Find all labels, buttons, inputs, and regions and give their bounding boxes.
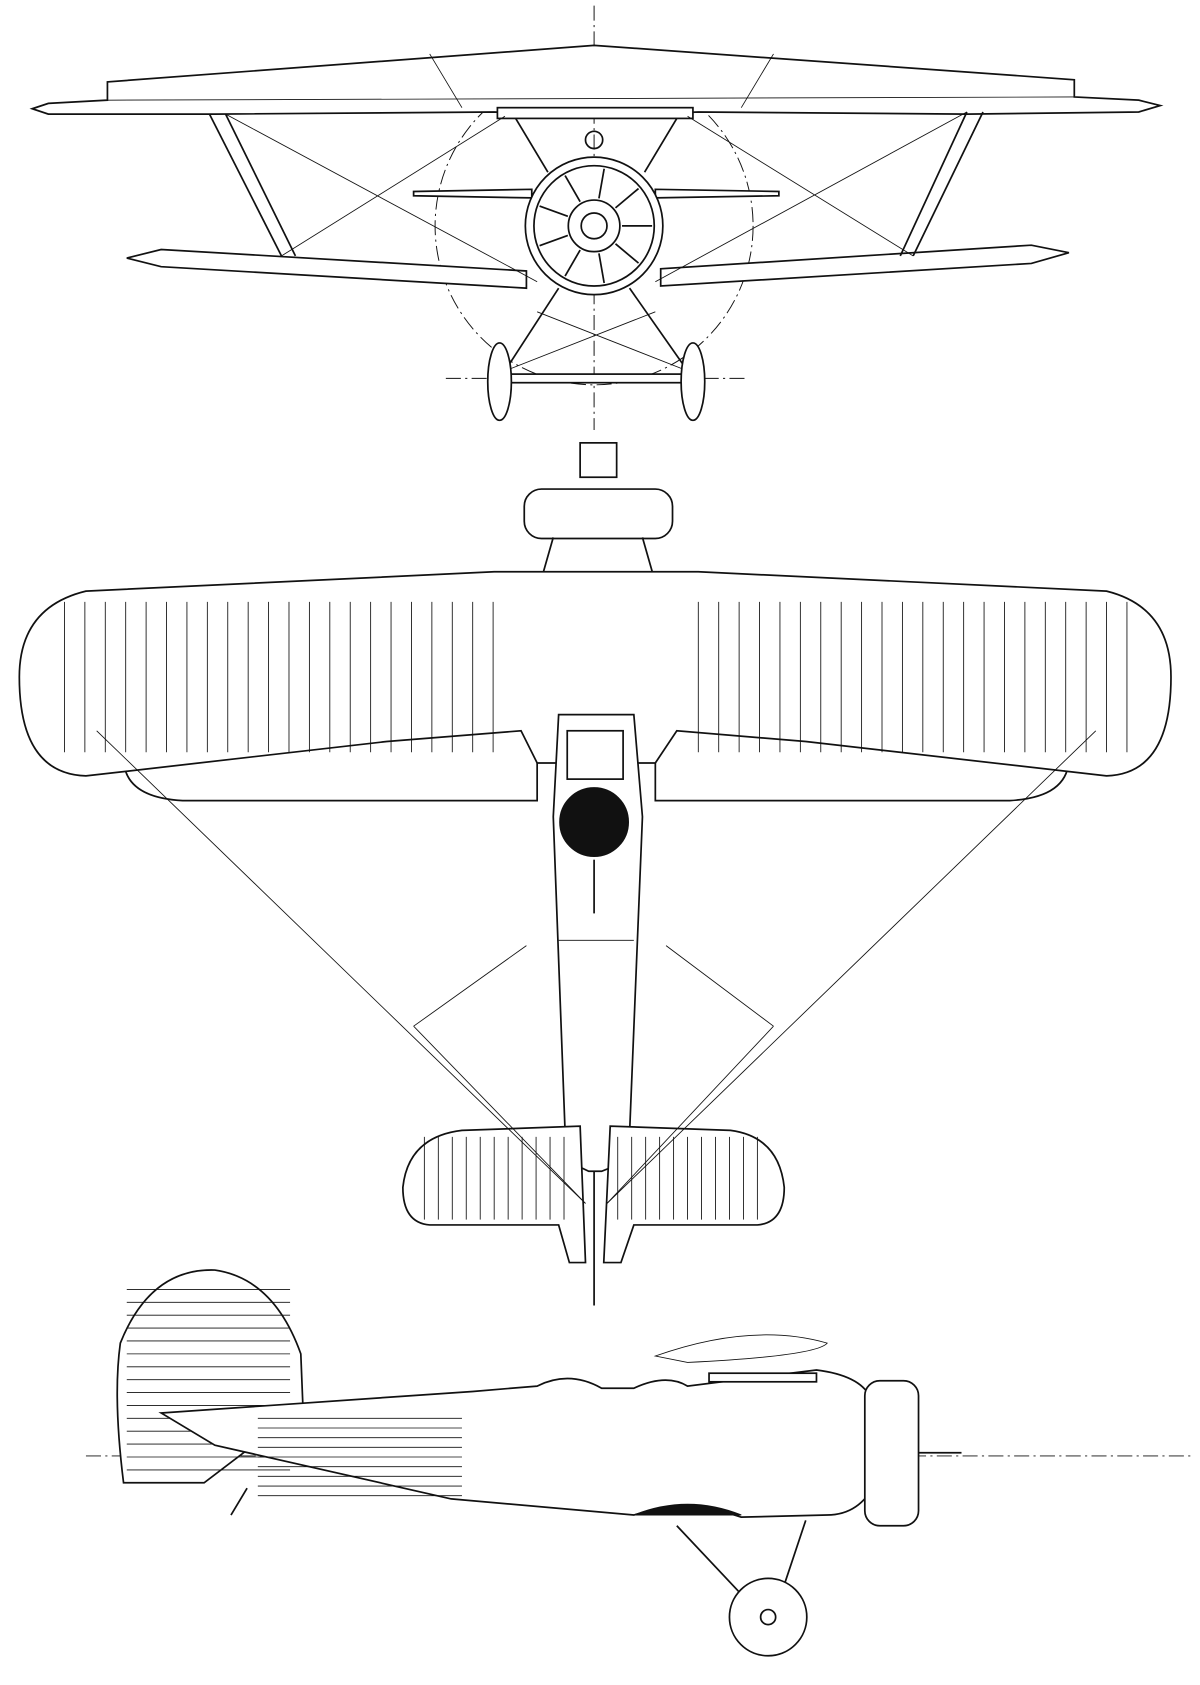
engine-cylinders [539, 168, 653, 284]
fuselage-top [552, 713, 644, 1173]
engine-side [863, 1379, 920, 1527]
cockpit-front [566, 729, 624, 780]
drawing-line [539, 205, 569, 218]
wing-ribs [64, 601, 1128, 753]
fuselage-stringers [257, 1417, 462, 1497]
drawing-line [539, 234, 569, 247]
wheel-left [486, 342, 513, 422]
gun-sight [584, 130, 604, 150]
tailskid [230, 1487, 248, 1516]
gun-turret [579, 441, 618, 479]
wing-center-side [708, 1372, 818, 1383]
drawing-line [614, 243, 640, 264]
drawing-line [598, 168, 606, 199]
lower-wing-front-right [659, 244, 1070, 287]
upper-wing-front [29, 44, 1164, 118]
lower-wing-front [126, 248, 528, 290]
wheel-side [728, 1577, 808, 1657]
drawing-line [614, 187, 640, 209]
upper-wing-section [653, 1334, 828, 1363]
radiator [633, 1503, 742, 1516]
center-section [496, 106, 694, 120]
engine-cowling-top [523, 488, 674, 540]
top-view [18, 441, 1172, 1306]
front-view [29, 5, 1164, 430]
tailplane-ribs [423, 1136, 758, 1220]
drawing-line [598, 253, 606, 284]
engine-cowling [524, 156, 664, 296]
stub-left [412, 188, 533, 199]
rear-cockpit [559, 787, 630, 858]
wheel-right [680, 342, 706, 422]
upper-wing-top [18, 570, 1172, 777]
drawing-line [564, 249, 581, 277]
stub-right [654, 188, 780, 199]
axle [504, 373, 689, 384]
drawing-line [564, 175, 581, 203]
tailplane-top [402, 1125, 786, 1264]
side-view [85, 1269, 1193, 1657]
